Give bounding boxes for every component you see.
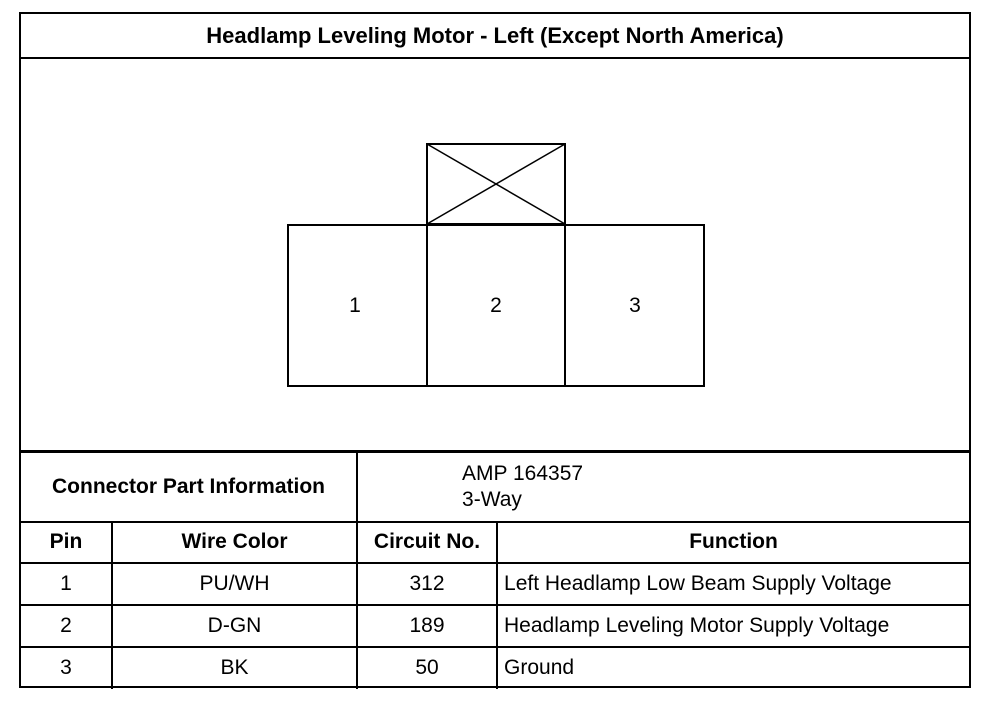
pin-label-1: 1	[349, 294, 361, 317]
part-info-label: Connector Part Information	[21, 450, 359, 523]
header-wire-color: Wire Color	[110, 520, 359, 564]
table-row: 2 D-GN 189 Headlamp Leveling Motor Suppl…	[21, 603, 970, 648]
table-row: 1 PU/WH 312 Left Headlamp Low Beam Suppl…	[21, 561, 970, 606]
cell-wire-color: PU/WH	[110, 561, 359, 606]
pin-cavity-3	[564, 224, 705, 387]
cell-function: Left Headlamp Low Beam Supply Voltage	[496, 561, 970, 606]
cell-function: Ground	[496, 645, 970, 689]
connector-face-drawing	[287, 143, 705, 387]
cell-circuit: 312	[356, 561, 499, 606]
cell-pin: 3	[21, 645, 113, 689]
header-circuit-no: Circuit No.	[356, 520, 499, 564]
cell-circuit: 189	[356, 603, 499, 648]
part-ways: 3-Way	[462, 487, 522, 511]
header-pin: Pin	[21, 520, 113, 564]
connector-document: Headlamp Leveling Motor - Left (Except N…	[19, 12, 971, 689]
cell-circuit: 50	[356, 645, 499, 689]
cell-function: Headlamp Leveling Motor Supply Voltage	[496, 603, 970, 648]
part-info-value: AMP 164357 3-Way	[356, 450, 970, 523]
header-function: Function	[496, 520, 970, 564]
connector-diagram: 1 2 3	[21, 59, 969, 450]
pin-label-2: 2	[490, 294, 502, 317]
table-row: 3 BK 50 Ground	[21, 645, 970, 689]
pinout-table: Connector Part Information AMP 164357 3-…	[21, 450, 970, 689]
cell-wire-color: D-GN	[110, 603, 359, 648]
pin-label-3: 3	[629, 294, 641, 317]
cell-pin: 2	[21, 603, 113, 648]
table-header-row: Pin Wire Color Circuit No. Function	[21, 520, 970, 564]
part-number: AMP 164357	[462, 461, 584, 485]
part-info-row: Connector Part Information AMP 164357 3-…	[21, 450, 970, 523]
cell-pin: 1	[21, 561, 113, 606]
cell-wire-color: BK	[110, 645, 359, 689]
document-title: Headlamp Leveling Motor - Left (Except N…	[21, 14, 969, 59]
latch-cross-line-b	[426, 143, 566, 225]
